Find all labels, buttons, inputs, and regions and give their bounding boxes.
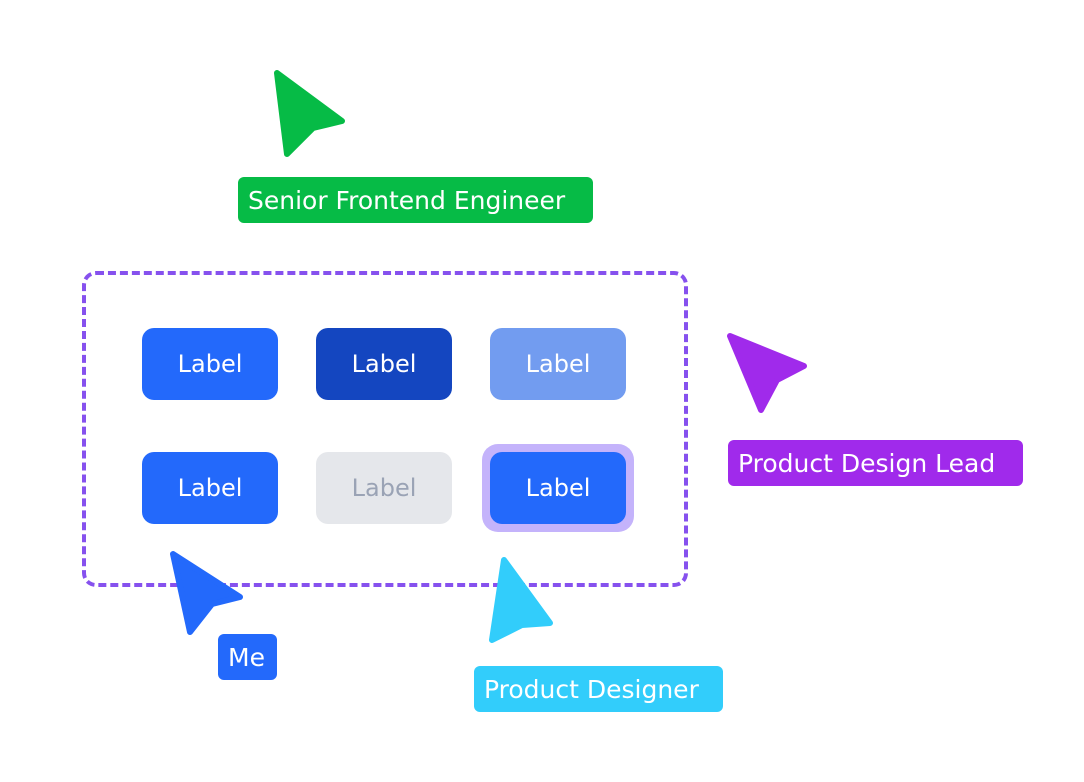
collaborator-tag-product-design-lead: Product Design Lead <box>728 440 1023 486</box>
collaborator-tag-me: Me <box>218 634 277 680</box>
label-button-focused[interactable]: Label <box>490 452 626 524</box>
collaborator-tag-senior-frontend-engineer: Senior Frontend Engineer <box>238 177 593 223</box>
label-button-pressed[interactable]: Label <box>316 328 452 400</box>
label-button-default-2[interactable]: Label <box>142 452 278 524</box>
cursor-arrow-icon <box>274 70 345 157</box>
collaborator-tag-product-designer: Product Designer <box>474 666 723 712</box>
label-button-light[interactable]: Label <box>490 328 626 400</box>
label-button-default[interactable]: Label <box>142 328 278 400</box>
cursor-arrow-icon <box>727 333 807 413</box>
label-button-disabled: Label <box>316 452 452 524</box>
selection-frame[interactable] <box>82 271 688 587</box>
cursor-arrow-icon <box>170 551 243 635</box>
cursor-arrow-icon <box>489 557 553 643</box>
